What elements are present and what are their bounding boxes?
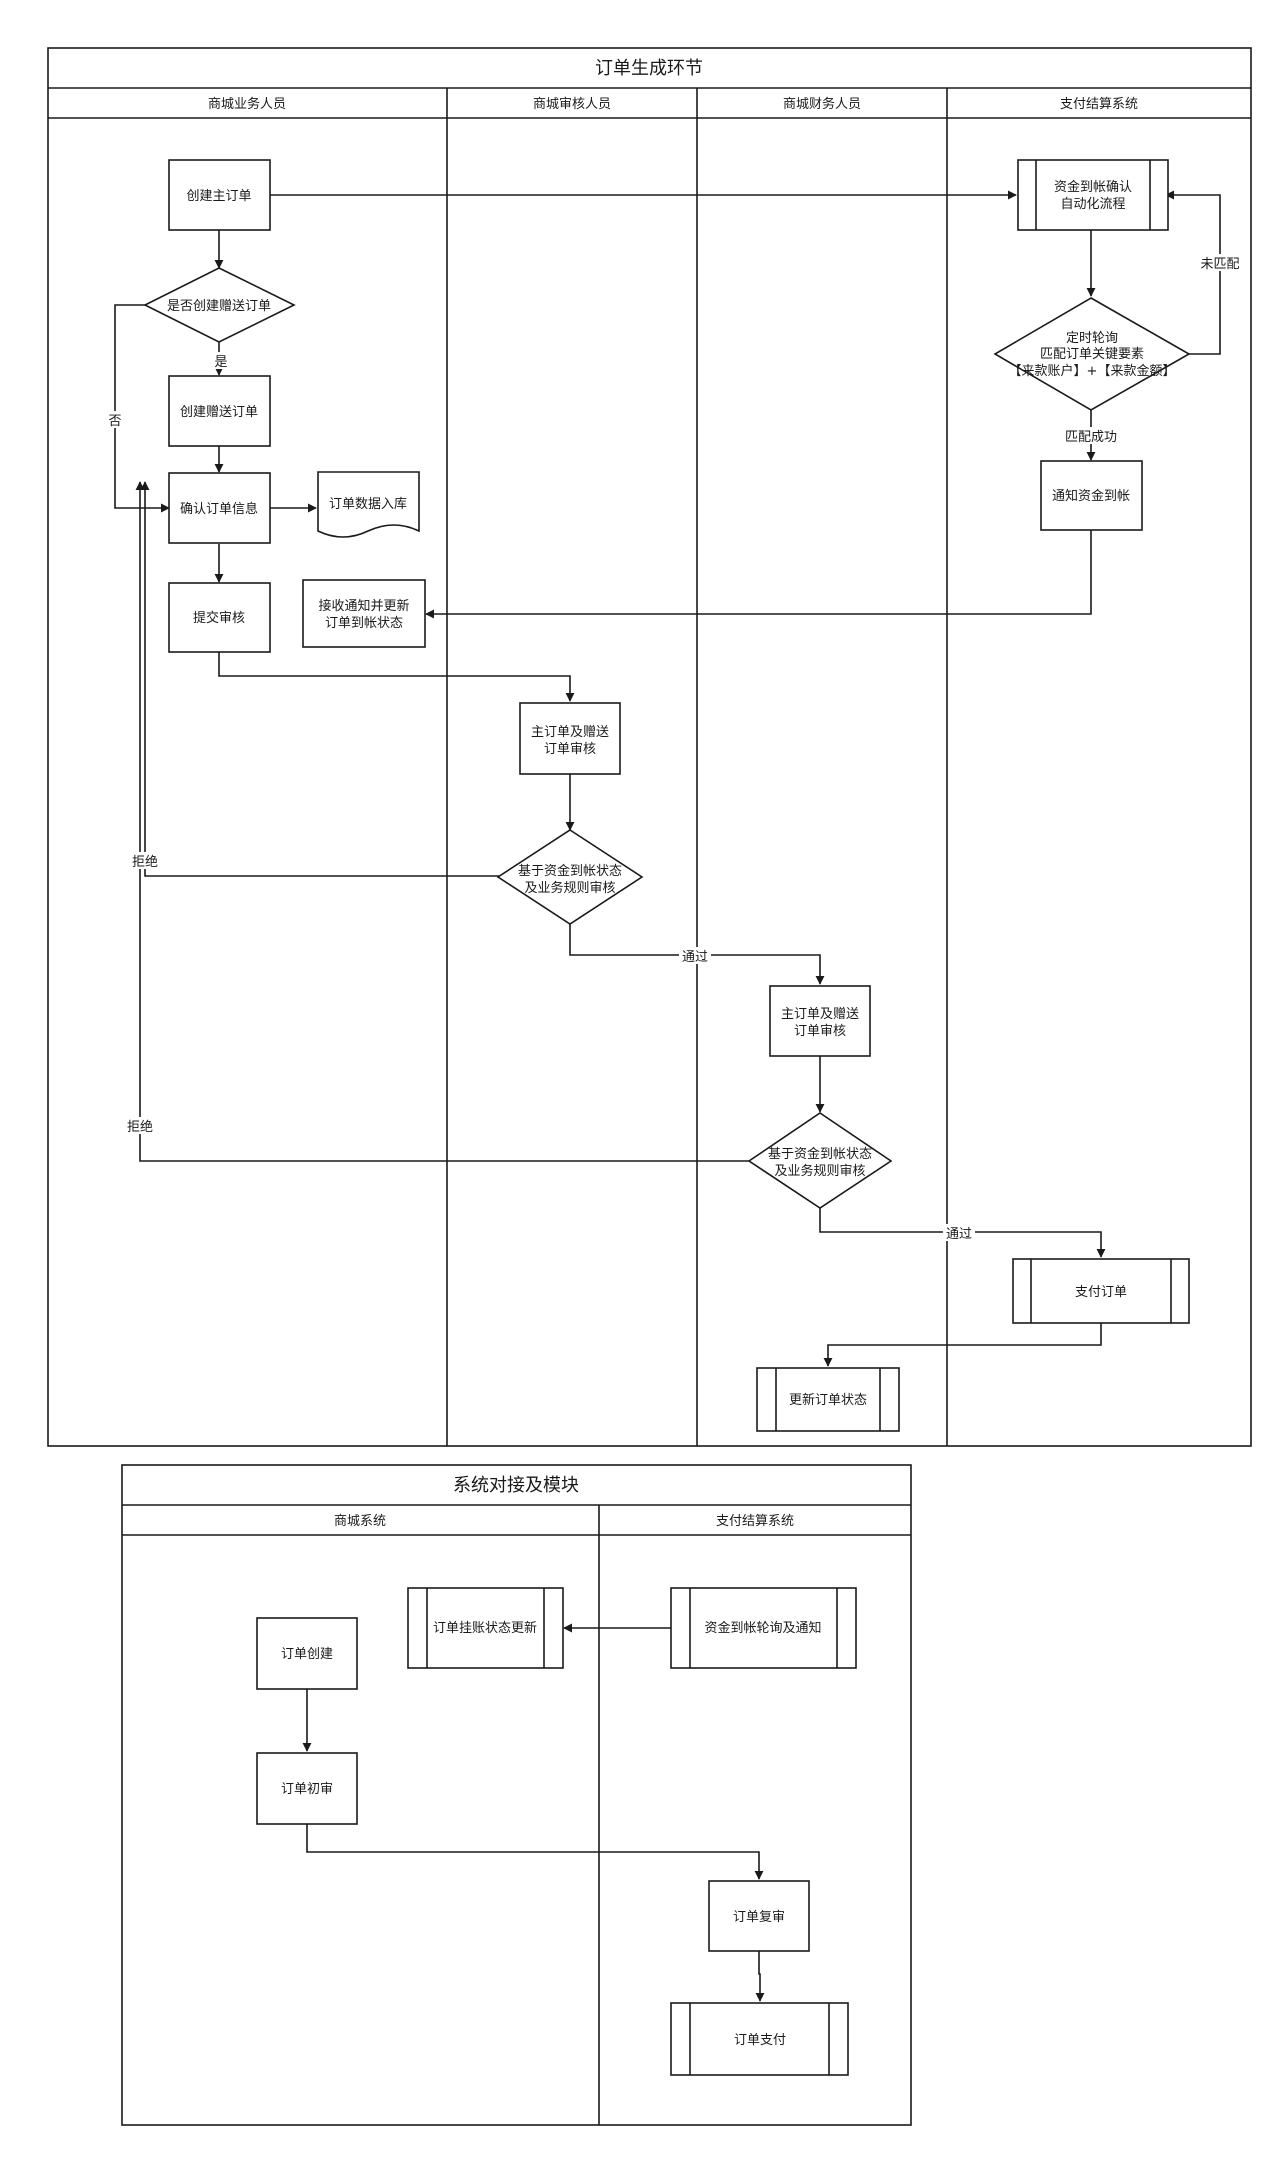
node-pay-order[interactable]: 支付订单 (1012, 1258, 1190, 1324)
edge-notify-to-receive (425, 530, 1092, 619)
node-label-line-1: 主订单及赠送 (531, 725, 609, 740)
node-review-main-gift-1[interactable]: 主订单及赠送 订单审核 (519, 702, 621, 775)
node-label-line-2: 订单到帐状态 (325, 616, 403, 631)
node-review-main-gift-2[interactable]: 主订单及赠送 订单审核 (769, 985, 871, 1057)
edge-label-not-matched: 未匹配 (1200, 257, 1239, 272)
edge-first-review-to-second (306, 1824, 764, 1880)
node-label: 资金到帐轮询及通知 (704, 1620, 821, 1636)
node-order-status-update[interactable]: 订单挂账状态更新 (407, 1587, 564, 1669)
node-label-line-1: 基于资金到帐状态 (518, 863, 622, 879)
node-timed-polling[interactable]: 定时轮询 匹配订单关键要素 【来款账户】+【来款金额】 (993, 297, 1191, 411)
node-label-line-1: 主订单及赠送 (781, 1007, 859, 1022)
node-order-second-review[interactable]: 订单复审 (708, 1880, 810, 1952)
node-label: 订单数据入库 (329, 496, 407, 512)
node-order-first-review[interactable]: 订单初审 (256, 1752, 358, 1825)
node-label: 支付订单 (1075, 1285, 1127, 1300)
node-decision-review-1[interactable]: 基于资金到帐状态 及业务规则审核 (496, 829, 644, 925)
node-order-data-storage[interactable]: 订单数据入库 (317, 471, 420, 538)
node-label-line-2: 订单审核 (794, 1024, 846, 1039)
node-label-line-3: 【来款账户】+【来款金额】 (1009, 363, 1176, 379)
edge-label-yes: 是 (214, 355, 227, 370)
edge-label-pass-2: 通过 (946, 1227, 972, 1242)
edge-second-review-to-payment (755, 1951, 765, 2002)
node-submit-review[interactable]: 提交审核 (168, 582, 271, 653)
edge-polling-not-matched (1165, 190, 1221, 355)
node-label-line-1: 接收通知并更新 (318, 598, 409, 614)
edge-decision2-reject (135, 481, 750, 1162)
node-label-line-2: 及业务规则审核 (524, 880, 615, 896)
node-create-gift-order[interactable]: 创建赠送订单 (168, 375, 271, 447)
pool1-edges (114, 190, 1221, 1367)
lane-title-mall-reviewer: 商城审核人员 (533, 97, 611, 112)
node-label-line-2: 匹配订单关键要素 (1040, 347, 1144, 362)
node-fund-confirm-flow[interactable]: 资金到帐确认 自动化流程 (1017, 159, 1169, 231)
node-receive-notice[interactable]: 接收通知并更新 订单到帐状态 (302, 579, 426, 648)
edge-label-pass-1: 通过 (682, 950, 708, 965)
node-label: 订单创建 (281, 1647, 333, 1662)
node-fund-polling-notice[interactable]: 资金到帐轮询及通知 (670, 1587, 857, 1669)
node-order-payment[interactable]: 订单支付 (670, 2002, 849, 2076)
edge-label-no: 否 (108, 414, 121, 429)
node-label: 是否创建赠送订单 (167, 299, 271, 314)
node-label: 提交审核 (193, 610, 245, 626)
node-label-line-1: 资金到帐确认 (1054, 179, 1132, 195)
node-order-create[interactable]: 订单创建 (256, 1617, 358, 1690)
node-label: 订单挂账状态更新 (433, 1620, 537, 1636)
edge-submit-to-review1 (218, 652, 575, 702)
node-confirm-order-info[interactable]: 确认订单信息 (168, 472, 271, 544)
node-decision-review-2[interactable]: 基于资金到帐状态 及业务规则审核 (747, 1112, 893, 1209)
lane-title-mall-finance: 商城财务人员 (783, 96, 861, 112)
pool2-title: 系统对接及模块 (453, 1475, 579, 1496)
node-create-main-order[interactable]: 创建主订单 (168, 159, 271, 231)
node-notify-fund-arrival[interactable]: 通知资金到帐 (1040, 460, 1143, 531)
node-label: 订单支付 (734, 2033, 786, 2048)
lane-title-payment-system: 支付结算系统 (1060, 97, 1138, 112)
edge-decision1-reject (140, 481, 500, 877)
pool1-edge-labels: 是 否 未匹配 匹配成功 拒绝 通过 拒绝 通过 (106, 254, 1242, 1242)
edge-label-reject-2: 拒绝 (127, 1119, 153, 1135)
node-label: 创建赠送订单 (180, 405, 258, 420)
node-label-line-2: 及业务规则审核 (774, 1163, 865, 1179)
pool-system-integration: 系统对接及模块 商城系统 支付结算系统 (121, 1464, 912, 2126)
edge-decision-no (114, 304, 170, 513)
pool-title: 订单生成环节 (595, 58, 703, 79)
node-label: 通知资金到帐 (1052, 488, 1130, 504)
pool2-edges (302, 1623, 765, 2002)
node-label-line-2: 订单审核 (544, 742, 596, 757)
lane-title-mall-system: 商城系统 (334, 1514, 386, 1529)
node-label-line-1: 基于资金到帐状态 (768, 1146, 872, 1162)
node-decision-create-gift[interactable]: 是否创建赠送订单 (143, 267, 296, 343)
edge-label-match-success: 匹配成功 (1065, 430, 1117, 445)
lane-title-mall-business: 商城业务人员 (208, 96, 286, 112)
lane-title-payment-system-2: 支付结算系统 (716, 1514, 794, 1529)
node-label: 创建主订单 (186, 189, 251, 204)
node-label: 订单复审 (733, 1910, 785, 1925)
node-label: 更新订单状态 (789, 1392, 867, 1408)
node-label-line-2: 自动化流程 (1060, 197, 1125, 212)
edge-pay-to-update (823, 1322, 1102, 1367)
node-update-order-status[interactable]: 更新订单状态 (756, 1367, 900, 1432)
node-label-line-1: 定时轮询 (1066, 331, 1118, 346)
pool-order-generation: 订单生成环节 商城业务人员 商城审核人员 商城财务人员 支付结算系统 (47, 47, 1252, 1447)
node-label: 确认订单信息 (180, 501, 258, 517)
edge-label-reject-1: 拒绝 (132, 854, 158, 870)
node-label: 订单初审 (281, 1782, 333, 1797)
